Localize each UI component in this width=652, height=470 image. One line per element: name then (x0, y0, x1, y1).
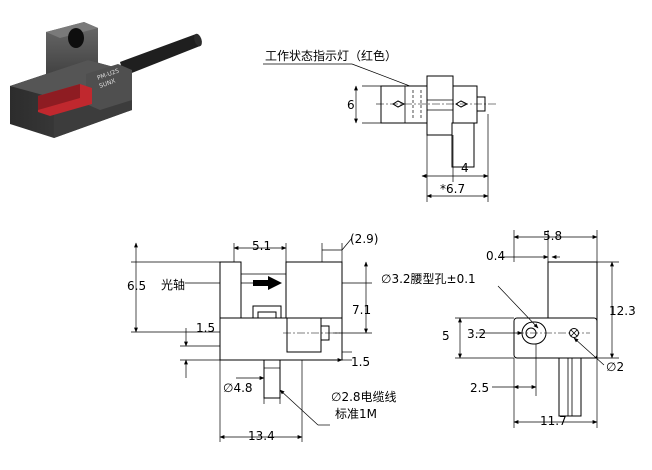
dim-side-total-width: 11.7 (540, 414, 567, 428)
indicator-label: 工作状态指示灯（红色） (265, 48, 397, 63)
top-view: 工作状态指示灯（红色） 6 4 *6.7 (263, 48, 496, 202)
dim-front-total-width: 13.4 (248, 429, 275, 443)
front-view: 5.1 (2.9) 6.5 光轴 7.1 (127, 232, 397, 443)
top-cable-body (451, 122, 475, 168)
dim-side-top-left: 0.4 (486, 249, 505, 263)
cable-label-line2: 标准1M (335, 407, 377, 421)
dim-slot-width: 5.1 (252, 239, 271, 253)
dim-front-height: 6.5 (127, 279, 146, 293)
dim-side-height: 12.3 (609, 304, 636, 318)
dim-hole-y: 5 (442, 329, 450, 343)
cable-label-line1: ∅2.8电缆线 (331, 390, 397, 404)
dim-side-top-right: 5.8 (543, 229, 562, 243)
dim-hole-x: 3.2 (467, 327, 486, 341)
dim-top-width-small: 4 (461, 161, 469, 175)
side-view: 5.8 0.4 ∅3.2腰型孔±0.1 12.3 5 3.2 (381, 229, 636, 428)
photo-mount-hole (68, 28, 84, 48)
photo-cable (120, 34, 200, 76)
optical-axis-arrow (253, 276, 282, 290)
dim-top-height: 6 (347, 98, 355, 112)
dim-diameter: ∅4.8 (223, 381, 253, 395)
dim-step-right: 1.5 (351, 355, 370, 369)
side-cable (558, 357, 582, 417)
dim-right-offset: (2.9) (350, 232, 378, 246)
axis-label: 光轴 (161, 277, 185, 292)
dim-step-left: 1.5 (196, 321, 215, 335)
product-photo: SUNX PM-U25 (10, 22, 202, 138)
dim-top-width-total: *6.7 (440, 182, 465, 196)
dim-axis-height: 7.1 (352, 303, 371, 317)
dim-bottom-offset: 2.5 (470, 381, 489, 395)
hole-label: ∅3.2腰型孔±0.1 (381, 272, 476, 286)
front-cable (263, 359, 281, 399)
dim-small-hole: ∅2 (606, 360, 624, 374)
